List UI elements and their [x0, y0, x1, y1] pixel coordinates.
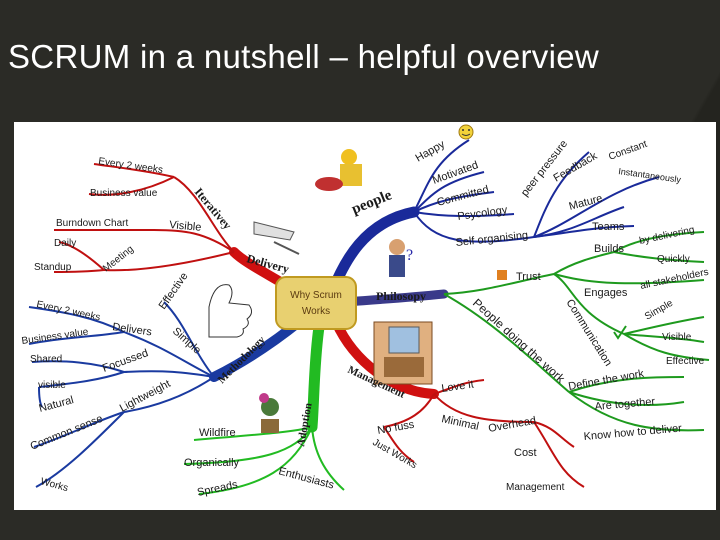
adoption-item: Organically [184, 457, 240, 469]
philosophy-item: Builds [594, 243, 624, 255]
philosophy-item: Define the work [567, 368, 645, 393]
methodology-lines [28, 301, 215, 488]
illustration-thumbs-up [208, 284, 253, 338]
mind-map: Why Scrum Works ? people Philosop [14, 122, 716, 510]
people-item: Motivated [431, 159, 480, 187]
management-item: No fuss [376, 419, 415, 437]
delivery-lines [53, 163, 235, 273]
methodology-item: visible [38, 380, 66, 391]
delivery-item: Burndown Chart [56, 218, 128, 229]
philosophy-item: by delivering [638, 224, 695, 246]
label-methodology: Methodology [216, 334, 268, 386]
methodology-item: Lightweight [118, 378, 173, 415]
methodology-item: Works [39, 476, 69, 494]
center-line1: Why Scrum [290, 290, 342, 301]
philosophy-item: Effective [666, 356, 705, 367]
people-item: Constant [607, 139, 649, 163]
philosophy-item: People doing the work [470, 296, 568, 387]
illustration-plant [259, 393, 279, 433]
philosophy-item: Engages [584, 287, 628, 299]
methodology-item: Effective [157, 270, 191, 311]
branch-adoption [306, 321, 325, 433]
adoption-lines [183, 426, 345, 495]
people-item: Teams [592, 221, 625, 233]
management-lines [383, 379, 585, 488]
label-people: people [350, 187, 395, 218]
management-item: Cost [514, 447, 537, 459]
mind-map-canvas: Why Scrum Works ? people Philosop [21, 124, 710, 499]
smiley-icon [458, 124, 474, 140]
philosophy-item: Quickly [657, 254, 690, 265]
center-line2: Works [302, 306, 330, 317]
delivery-item: Business value [90, 188, 158, 199]
management-item: Love it [441, 379, 475, 395]
philosophy-item: Are together [594, 396, 656, 413]
people-item: Psycology [457, 204, 509, 223]
svg-text:?: ? [406, 247, 413, 264]
delivery-item: Visible [169, 219, 202, 234]
management-item: Management [506, 482, 565, 493]
adoption-item: Wildfire [199, 427, 236, 439]
philosophy-item: Visible [662, 332, 692, 343]
people-item: Self organising [455, 229, 529, 249]
delivery-item: Daily [54, 238, 76, 249]
delivery-item: Standup [34, 262, 72, 273]
people-item: Instantaneously [618, 166, 682, 185]
label-philosophy: Philosopy [376, 289, 426, 303]
philosophy-item: Trust [516, 271, 541, 283]
philosophy-item: Communication [563, 297, 614, 368]
illustration-thinker: ? [389, 239, 413, 277]
bottom-bar [0, 510, 720, 540]
slide-title: SCRUM in a nutshell – helpful overview [8, 38, 599, 75]
adoption-item: Spreads [196, 479, 239, 499]
illustration-worker [315, 149, 362, 191]
philosophy-lines [443, 231, 710, 432]
methodology-item: Shared [30, 354, 62, 365]
trust-icon [497, 270, 507, 280]
methodology-item: Delivers [112, 321, 154, 338]
people-lines [413, 139, 660, 243]
illustration-pen [253, 221, 300, 255]
methodology-item: Natural [38, 394, 75, 415]
philosophy-item: Simple [643, 298, 675, 323]
illustration-office [373, 321, 433, 385]
methodology-item: Business value [21, 327, 90, 347]
philosophy-item: Know how to deliver [583, 422, 682, 443]
center-node [275, 276, 357, 330]
methodology-item: Every 2 weeks [35, 299, 101, 323]
delivery-item: Every 2 weeks [98, 156, 164, 176]
methodology-item: Common sense [29, 413, 105, 453]
checkmark-icon [613, 325, 627, 340]
philosophy-item: all stakeholders [639, 267, 709, 292]
management-item: Overhead [487, 415, 537, 435]
methodology-item: Simple [170, 325, 203, 356]
